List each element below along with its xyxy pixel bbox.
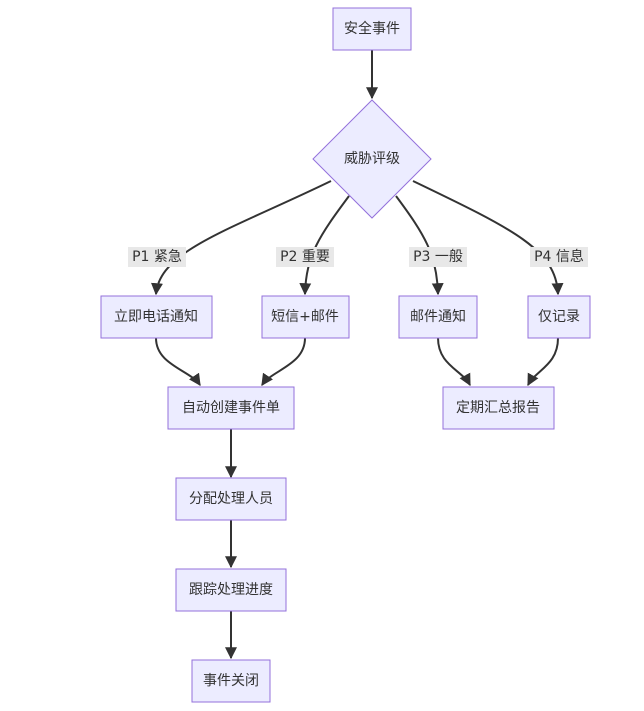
edge-label-p1: P1 紧急	[128, 247, 186, 267]
edge-rating-to-p2	[299, 195, 350, 296]
node-threat-rating[interactable]: 威胁评级	[312, 99, 432, 219]
edge-label-p3: P3 一般	[409, 247, 467, 267]
node-auto-ticket[interactable]: 自动创建事件单	[167, 386, 295, 430]
svg-text:P3 一般: P3 一般	[413, 249, 463, 265]
svg-text:自动创建事件单: 自动创建事件单	[182, 400, 280, 416]
svg-text:P4 信息: P4 信息	[534, 248, 584, 265]
edge-email-to-report	[437, 337, 471, 387]
node-assign-handler[interactable]: 分配处理人员	[175, 477, 287, 521]
node-track-progress[interactable]: 跟踪处理进度	[175, 568, 287, 612]
svg-text:跟踪处理进度: 跟踪处理进度	[189, 582, 273, 598]
edge-rating-to-p3	[395, 195, 444, 296]
svg-text:仅记录: 仅记录	[538, 309, 580, 325]
node-email-notify[interactable]: 邮件通知	[398, 295, 478, 339]
svg-text:定期汇总报告: 定期汇总报告	[456, 400, 540, 416]
node-periodic-report[interactable]: 定期汇总报告	[442, 386, 555, 430]
svg-text:邮件通知: 邮件通知	[410, 308, 466, 325]
edge-label-p2: P2 重要	[276, 247, 334, 267]
edge-phone-to-ticket	[155, 337, 201, 386]
svg-text:短信+邮件: 短信+邮件	[271, 309, 339, 325]
node-phone-notify[interactable]: 立即电话通知	[100, 295, 213, 339]
edge-log-to-report	[527, 337, 559, 387]
node-log-only[interactable]: 仅记录	[527, 295, 591, 339]
node-sms-email[interactable]: 短信+邮件	[261, 295, 350, 339]
svg-text:P2 重要: P2 重要	[280, 249, 330, 265]
node-close-event[interactable]: 事件关闭	[191, 659, 271, 703]
svg-text:威胁评级: 威胁评级	[344, 151, 400, 167]
svg-text:立即电话通知: 立即电话通知	[114, 308, 198, 325]
node-security-event[interactable]: 安全事件	[332, 7, 412, 51]
svg-text:P1 紧急: P1 紧急	[132, 249, 182, 265]
edge-rating-to-p4	[412, 180, 564, 296]
edge-sms-to-ticket	[261, 337, 306, 386]
edge-rating-to-p1	[151, 180, 332, 296]
svg-text:安全事件: 安全事件	[344, 20, 400, 37]
svg-text:分配处理人员: 分配处理人员	[189, 491, 273, 507]
edge-label-p4: P4 信息	[530, 247, 588, 267]
svg-text:事件关闭: 事件关闭	[203, 673, 259, 689]
